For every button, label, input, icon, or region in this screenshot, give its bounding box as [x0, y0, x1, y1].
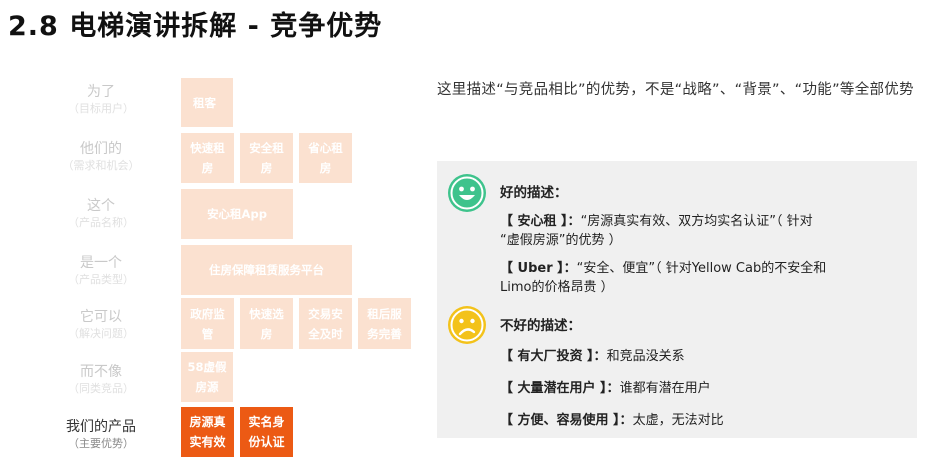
row-label-sub: （主要优势） [68, 437, 134, 450]
row-label-sub: （产品类型） [68, 273, 134, 286]
row-label-needs: 他们的 （需求和机会） [30, 140, 172, 173]
bad-example-3-text: 太虚，无法对比 [632, 413, 724, 428]
row-label-advantage: 我们的产品 （主要优势） [30, 418, 172, 451]
row-label-main: 他们的 [80, 141, 122, 157]
good-example-2-text: “安全、便宜”（ 针对Yellow Cab的不安全和 [576, 261, 827, 276]
row-label-sub: （需求和机会） [62, 159, 140, 172]
row-label-main: 这个 [87, 198, 115, 214]
happy-face-icon [448, 174, 486, 212]
tile-solve: 交易安全及时 [299, 298, 352, 349]
examples-panel [437, 161, 917, 438]
bad-example-2-text: 谁都有潜在用户 [619, 381, 711, 396]
row-label-name: 这个 （产品名称） [30, 197, 172, 230]
bad-example-2-bracket: 【 大量潜在用户 】： [500, 381, 620, 396]
row-label-main: 为了 [87, 84, 115, 100]
tile-product-name: 安心租App [181, 189, 293, 239]
bad-example-2: 【 大量潜在用户 】：谁都有潜在用户 [500, 378, 711, 400]
row-label-sub: （解决问题） [68, 327, 134, 340]
row-label-competitor: 而不像 （同类竞品） [30, 363, 172, 396]
row-label-solve: 它可以 （解决问题） [30, 308, 172, 341]
row-label-sub: （产品名称） [68, 216, 134, 229]
tile-solve: 快速选房 [240, 298, 293, 349]
row-label-main: 我们的产品 [66, 419, 136, 435]
good-example-1-bracket: 【 安心租 】： [500, 214, 581, 229]
tile-competitor: 58虚假房源 [181, 352, 233, 402]
row-label-sub: （同类竞品） [68, 382, 134, 395]
good-example-1-text: “房源真实有效、双方均实名认证”（ 针对 [580, 214, 813, 229]
tile-advantage: 实名身份认证 [240, 407, 293, 457]
tile-solve: 租后服务完善 [358, 298, 411, 349]
tile-need: 省心租房 [299, 133, 352, 183]
description-text: 这里描述“与竞品相比”的优势，不是“战略”、“背景”、“功能”等全部优势 [437, 82, 914, 98]
bad-example-1: 【 有大厂投资 】：和竞品没关系 [500, 346, 685, 368]
good-example-2-bracket: 【 Uber 】： [500, 261, 577, 276]
bad-example-3-bracket: 【 方便、容易使用 】： [500, 413, 633, 428]
row-label-target: 为了 （目标用户） [30, 83, 172, 116]
bad-example-1-text: 和竞品没关系 [606, 349, 685, 364]
row-label-main: 它可以 [80, 309, 122, 325]
tile-target: 租客 [181, 78, 233, 127]
bad-example-3: 【 方便、容易使用 】：太虚，无法对比 [500, 410, 724, 432]
good-example-2: 【 Uber 】：“安全、便宜”（ 针对Yellow Cab的不安全和 [500, 258, 826, 280]
row-label-type: 是一个 （产品类型） [30, 254, 172, 287]
good-heading: 好的描述： [500, 185, 568, 201]
row-label-main: 是一个 [80, 255, 122, 271]
row-label-main: 而不像 [80, 364, 122, 380]
bad-example-1-bracket: 【 有大厂投资 】： [500, 349, 607, 364]
good-example-2-cont: Limo的价格昂贵 ） [500, 280, 614, 295]
tile-product-type: 住房保障租赁服务平台 [181, 245, 352, 295]
tile-solve: 政府监管 [181, 298, 234, 349]
tile-need: 快速租房 [181, 133, 234, 183]
good-example-1-cont: “虚假房源”的优势 ） [500, 233, 622, 248]
tile-need: 安全租房 [240, 133, 293, 183]
tile-advantage: 房源真实有效 [181, 407, 234, 457]
page-title: 2.8 电梯演讲拆解 - 竞争优势 [8, 11, 383, 42]
good-example-1: 【 安心租 】：“房源真实有效、双方均实名认证”（ 针对 [500, 211, 813, 233]
sad-face-icon [448, 306, 486, 344]
bad-heading: 不好的描述： [500, 318, 581, 334]
row-label-sub: （目标用户） [68, 102, 134, 115]
